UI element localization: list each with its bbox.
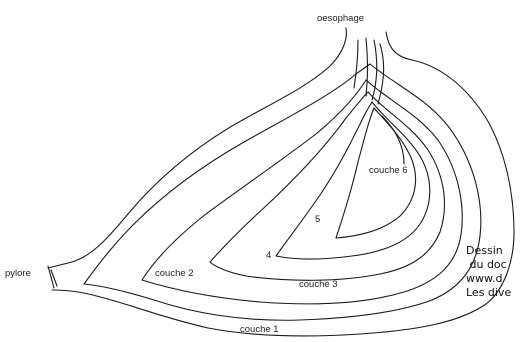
- caption-line-2: du doc: [466, 258, 527, 272]
- outer-contour-esophagus-left: [48, 28, 346, 268]
- label-couche-2: couche 2: [155, 268, 194, 279]
- label-pylore: pylore: [5, 268, 31, 279]
- oesophage-strand-1: [354, 40, 358, 88]
- label-couche-3: couche 3: [299, 279, 338, 290]
- oesophage-strand-3: [372, 40, 377, 100]
- source-caption: Dessin du doc www.d Les dive: [466, 244, 527, 300]
- label-layer-4: 4: [266, 250, 271, 261]
- caption-line-1: Dessin: [466, 244, 527, 258]
- caption-line-3: www.d: [466, 272, 527, 286]
- label-layer-5: 5: [315, 214, 320, 225]
- caption-line-4: Les dive: [466, 286, 527, 300]
- pylore-canal: [48, 266, 57, 288]
- layer-line-2: [84, 64, 481, 320]
- label-couche-1: couche 1: [240, 324, 279, 335]
- label-couche-6: couche 6: [369, 165, 408, 176]
- label-oesophage: oesophage: [317, 13, 364, 24]
